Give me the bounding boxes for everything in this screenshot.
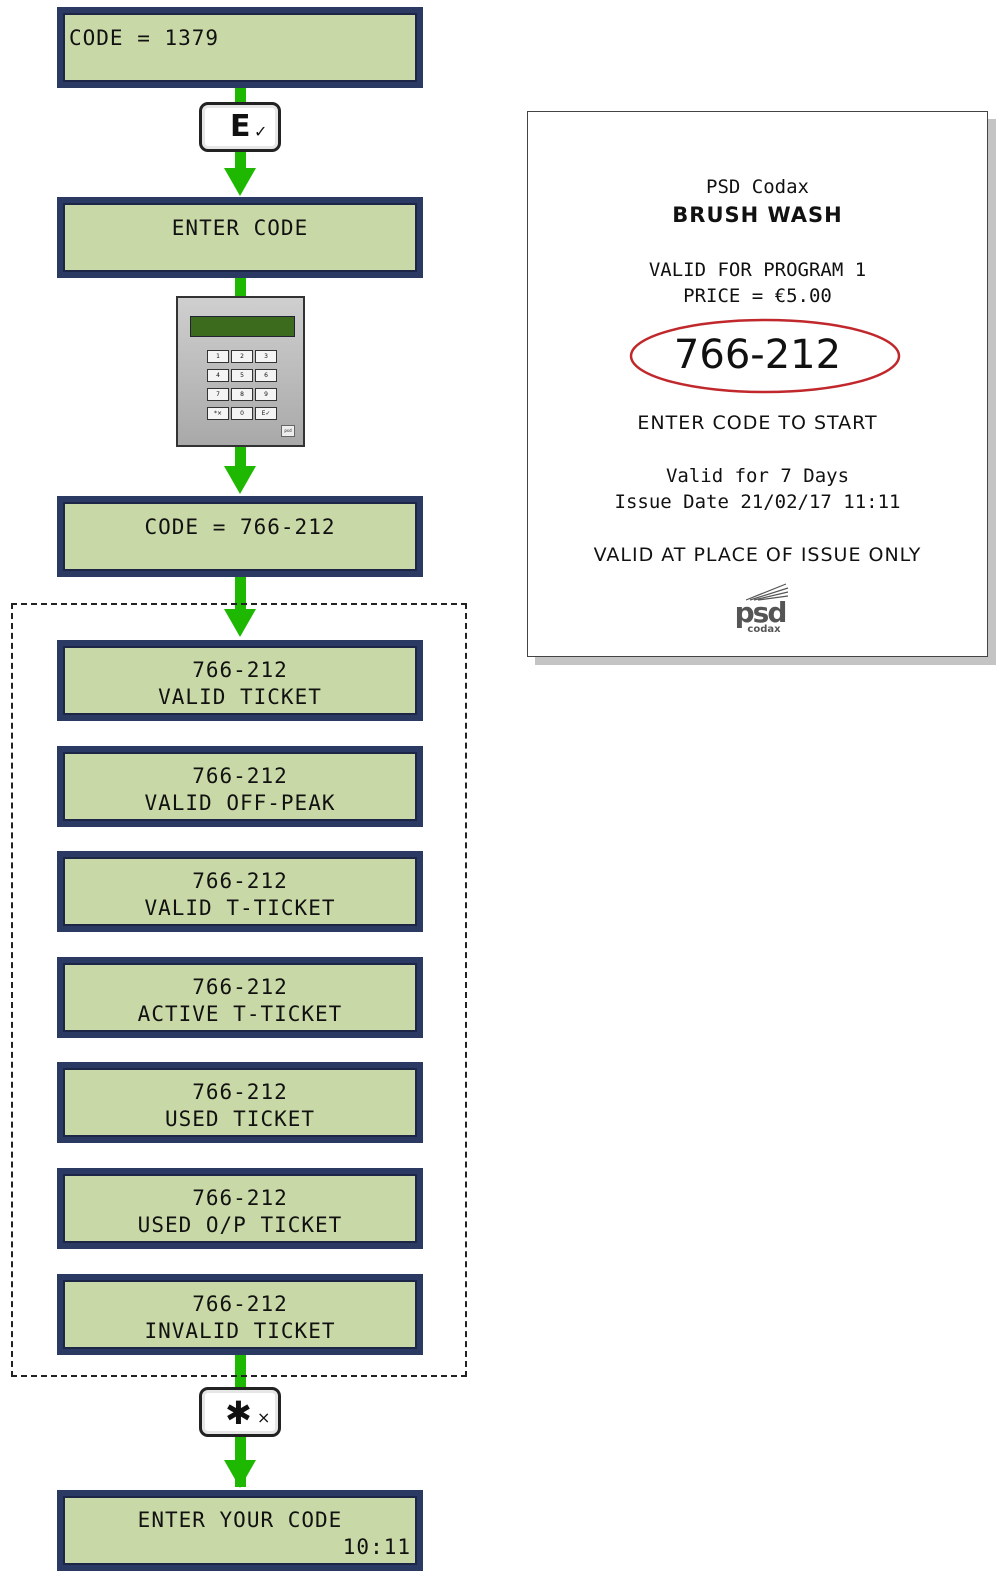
receipt-program: VALID FOR PROGRAM 1	[648, 259, 867, 281]
lcd-code-line: 766-212	[192, 658, 288, 682]
lcd-code-line: 766-212	[192, 1292, 288, 1316]
logo-sub: codax	[747, 624, 781, 635]
receipt-instruction: ENTER CODE TO START	[637, 412, 878, 434]
lcd-code-line: 766-212	[192, 1080, 288, 1104]
keypad-screen	[190, 316, 295, 337]
lcd-result-active-t-ticket: 766-212 ACTIVE T-TICKET	[57, 957, 423, 1038]
keypad-key: 7	[207, 388, 229, 401]
flow-connector	[235, 577, 246, 613]
lcd-clock: 10:11	[342, 1535, 411, 1559]
lcd-code-line: 766-212	[192, 764, 288, 788]
flow-arrowhead	[224, 168, 256, 196]
lcd-status-line: ACTIVE T-TICKET	[137, 1002, 343, 1026]
lcd-display-idle: ENTER YOUR CODE 10:11	[57, 1490, 423, 1571]
psd-codax-logo: psd codax	[728, 582, 792, 642]
lcd-line: CODE = 766-212	[144, 515, 336, 539]
lcd-status-line: VALID OFF-PEAK	[144, 791, 336, 815]
logo-word: psd	[734, 596, 788, 629]
receipt-company: PSD Codax	[706, 176, 809, 198]
keypad-key: E✓	[255, 407, 277, 420]
flow-connector	[235, 277, 246, 297]
lcd-code-line: 766-212	[192, 869, 288, 893]
receipt-issue-date: Issue Date 21/02/17 11:11	[614, 491, 901, 513]
lcd-status-line: VALID T-TICKET	[144, 896, 336, 920]
receipt-price: PRICE = €5.00	[683, 285, 832, 307]
lcd-line: ENTER CODE	[171, 216, 309, 240]
lcd-status-line: USED TICKET	[164, 1107, 316, 1131]
keypad-key: 5	[231, 369, 253, 382]
keypad-key: 2	[231, 350, 253, 363]
keypad-key: 4	[207, 369, 229, 382]
check-icon: ✓	[254, 122, 268, 141]
lcd-status-line: VALID TICKET	[158, 685, 322, 709]
keypad-key: 9	[255, 388, 277, 401]
receipt-validity: Valid for 7 Days	[665, 465, 850, 487]
flow-arrowhead	[224, 466, 256, 494]
receipt-restriction: VALID AT PLACE OF ISSUE ONLY	[593, 544, 922, 566]
lcd-line: CODE = 1379	[69, 26, 220, 50]
lcd-result-used-op-ticket: 766-212 USED O/P TICKET	[57, 1168, 423, 1249]
lcd-result-invalid-ticket: 766-212 INVALID TICKET	[57, 1274, 423, 1355]
enter-key: E ✓	[199, 102, 281, 152]
cancel-key: ✱ ×	[199, 1387, 281, 1437]
keypad-key: 8	[231, 388, 253, 401]
keypad-key: 1	[207, 350, 229, 363]
asterisk-icon: ✱	[225, 1394, 252, 1432]
lcd-line: ENTER YOUR CODE	[137, 1508, 343, 1532]
logo-speed-lines	[745, 583, 789, 601]
lcd-display-code-entered: CODE = 766-212	[57, 496, 423, 577]
result-group-outline	[11, 603, 467, 1377]
lcd-result-valid-t-ticket: 766-212 VALID T-TICKET	[57, 851, 423, 932]
keypad-key: 6	[255, 369, 277, 382]
flow-arrowhead	[224, 609, 256, 637]
receipt-product: BRUSH WASH	[672, 203, 843, 227]
lcd-result-valid-ticket: 766-212 VALID TICKET	[57, 640, 423, 721]
keypad-logo: psd	[281, 425, 295, 437]
lcd-display-initial: CODE = 1379	[57, 7, 423, 88]
receipt-code-oval	[629, 318, 901, 394]
enter-key-glyph: E	[230, 109, 251, 144]
keypad-key: 3	[255, 350, 277, 363]
lcd-status-line: USED O/P TICKET	[137, 1213, 343, 1237]
lcd-code-line: 766-212	[192, 1186, 288, 1210]
lcd-code-line: 766-212	[192, 975, 288, 999]
lcd-result-valid-off-peak: 766-212 VALID OFF-PEAK	[57, 746, 423, 827]
receipt-code: 766-212	[673, 332, 842, 378]
ticket-receipt: PSD Codax BRUSH WASH VALID FOR PROGRAM 1…	[527, 111, 988, 657]
keypad-key: 0	[231, 407, 253, 420]
flow-connector	[235, 446, 246, 470]
lcd-result-used-ticket: 766-212 USED TICKET	[57, 1062, 423, 1143]
lcd-status-line: INVALID TICKET	[144, 1319, 336, 1343]
keypad-key: *×	[207, 407, 229, 420]
cross-icon: ×	[257, 1408, 271, 1427]
flow-arrowhead	[224, 1460, 256, 1488]
lcd-display-enter-code: ENTER CODE	[57, 197, 423, 278]
